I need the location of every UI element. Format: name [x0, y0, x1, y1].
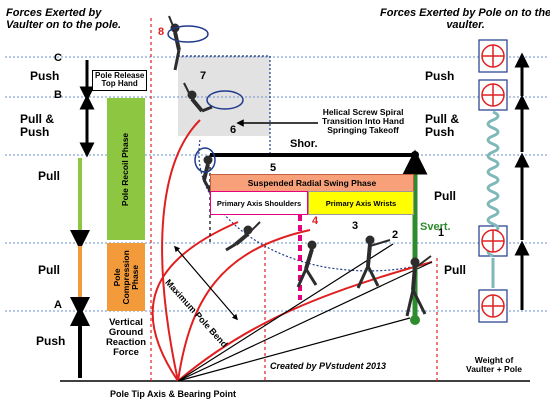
- vgrf-line2: Ground: [108, 326, 144, 338]
- weight-label: Weight of Vaulter + Pole: [466, 356, 522, 374]
- stage-number-4: 4: [312, 215, 319, 227]
- axis-shoulders-label: Primary Axis Shoulders: [216, 198, 302, 208]
- recoil-phase-box: Pole Recoil Phase: [107, 98, 145, 240]
- left-push-top: Push: [30, 69, 60, 83]
- vgrf-line3: Reaction: [105, 336, 147, 348]
- recoil-phase-label: Pole Recoil Phase: [120, 132, 131, 206]
- right-title-line2: vaulter.: [446, 18, 485, 31]
- red-dashed-lines: [150, 18, 438, 381]
- pole-release-line1: Pole Release: [95, 71, 145, 80]
- axis-wrists-box: Primary Axis Wrists: [308, 191, 414, 215]
- stage-number-7: 7: [200, 70, 207, 82]
- rotation-ellipses: [167, 25, 244, 173]
- pole-tip-label: Pole Tip Axis & Bearing Point: [110, 389, 237, 399]
- helical-line2: Transition Into Hand: [322, 115, 405, 126]
- stage-number-6: 6: [230, 124, 237, 136]
- left-pull-1: Pull: [38, 169, 61, 183]
- axis-wrists-label: Primary Axis Wrists: [325, 198, 397, 208]
- right-title: Forces Exerted by Pole on to the vaulter…: [380, 7, 550, 31]
- shor-dot: [411, 151, 419, 159]
- left-pull-push-line2: Push: [20, 124, 50, 139]
- left-pull-2: Pull: [38, 263, 61, 277]
- max-bend-arrow: [174, 245, 238, 321]
- helical-line3: Springing Takeoff: [327, 124, 399, 135]
- right-pull-push-line1: Pull &: [425, 112, 460, 126]
- stage-number-5: 5: [270, 162, 277, 174]
- right-push: Push: [425, 69, 455, 83]
- compression-phase-box: Pole Compression Phase: [107, 243, 145, 311]
- svert-label: Svert.: [420, 221, 451, 233]
- vgrf-line1: Vertical: [109, 317, 143, 328]
- marker-c: C: [54, 52, 62, 64]
- weight-line2: Vaulter + Pole: [466, 363, 522, 374]
- created-by-label: Created by PVstudent 2013: [270, 361, 387, 371]
- crosshair-icons: [481, 44, 505, 318]
- spring-stack: [478, 39, 508, 323]
- pole-lines: [177, 243, 433, 382]
- left-push-bottom: Push: [36, 334, 66, 348]
- compression-line3: Phase: [129, 264, 140, 290]
- stage-number-3: 3: [352, 220, 359, 232]
- marker-b: B: [54, 89, 62, 101]
- right-title-line1: Forces Exerted by Pole on to the: [380, 7, 550, 19]
- pole-release-line2: Top Hand: [101, 79, 138, 89]
- left-force-arrows: [70, 60, 95, 378]
- right-pull-2: Pull: [444, 263, 467, 277]
- left-title: Forces Exerted by Vaulter on to the pole…: [6, 7, 122, 31]
- pole-release-label: Pole Release Top Hand: [92, 70, 148, 91]
- stage-number-1: 1: [438, 227, 445, 239]
- right-pull-1: Pull: [434, 189, 457, 203]
- suspended-box: Suspended Radial Swing Phase: [210, 174, 414, 192]
- right-pull-push: Pull & Push: [425, 113, 459, 138]
- left-pull-push: Pull & Push: [20, 113, 54, 138]
- blue-guides: [178, 55, 433, 272]
- vgrf-label: Vertical Ground Reaction Force: [102, 318, 150, 358]
- marker-a: A: [54, 299, 62, 311]
- left-pull-push-line1: Pull &: [20, 112, 55, 126]
- vaulter-figures: [168, 15, 432, 317]
- stage-number-8: 8: [158, 26, 165, 38]
- suspended-label: Suspended Radial Swing Phase: [247, 178, 377, 188]
- vgrf-line4: Force: [113, 346, 139, 358]
- phase-lines: [5, 56, 548, 312]
- helical-label: Helical Screw Spiral Transition Into Han…: [322, 108, 404, 135]
- left-title-line2: Vaulter on to the pole.: [6, 18, 122, 31]
- weight-line1: Weight of: [474, 355, 514, 365]
- shor-label: Shor.: [290, 138, 318, 150]
- stage-number-2: 2: [392, 229, 399, 241]
- axis-shoulders-box: Primary Axis Shoulders: [210, 191, 308, 215]
- left-title-line1: Forces Exerted by: [6, 7, 102, 19]
- helical-line1: Helical Screw Spiral: [322, 107, 404, 117]
- compression-phase-label: Pole Compression Phase: [112, 250, 140, 304]
- svert-base: [410, 315, 420, 325]
- right-pull-push-line2: Push: [425, 124, 455, 139]
